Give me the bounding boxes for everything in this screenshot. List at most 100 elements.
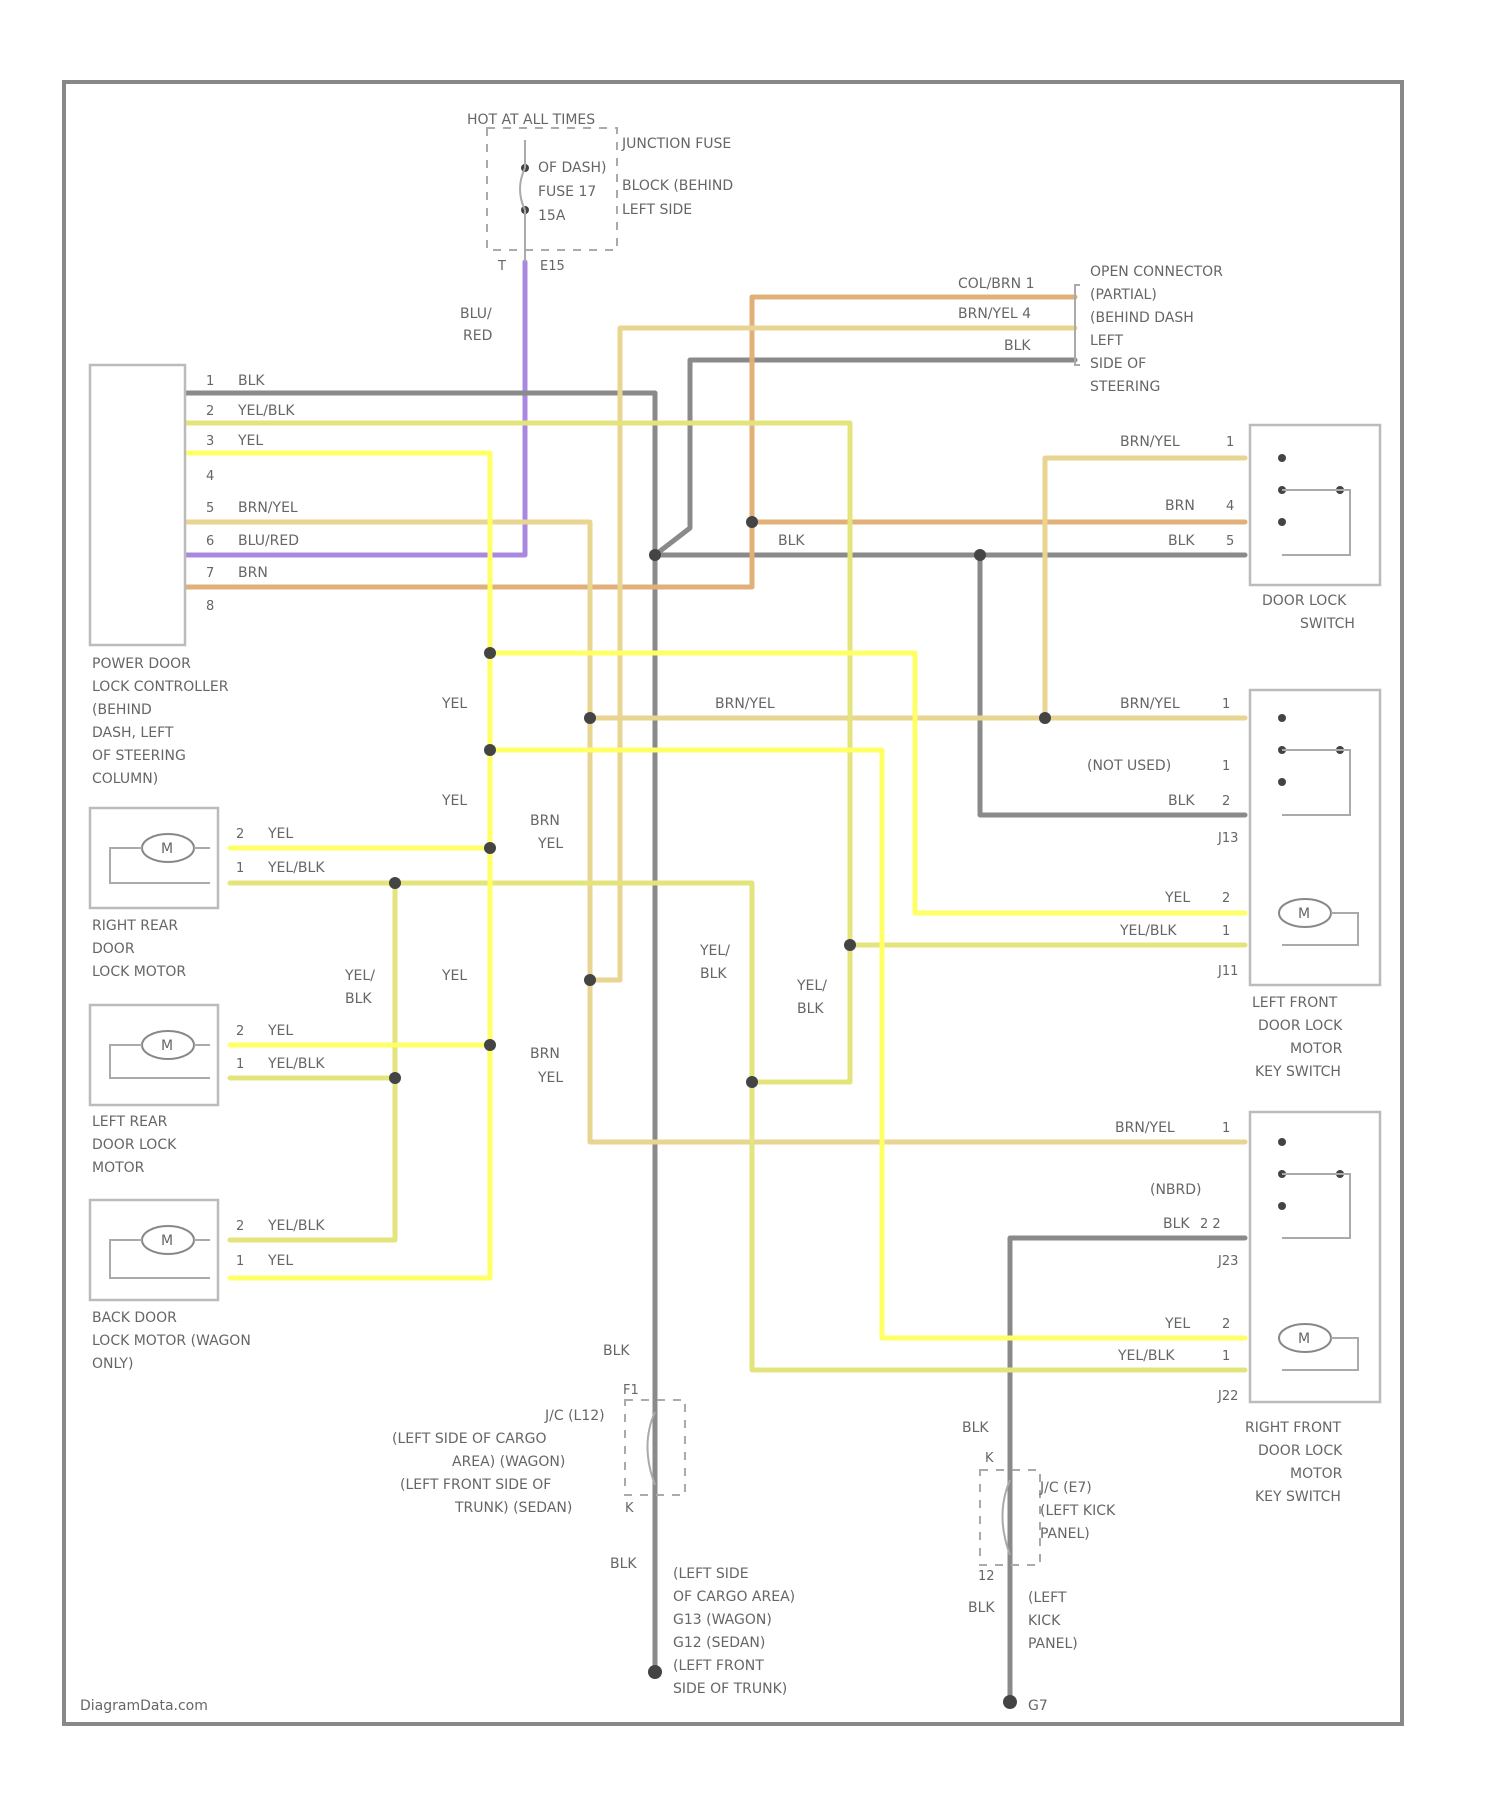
right-front-contact [1278, 1138, 1286, 1146]
left-front-wire-3: BLK [1168, 793, 1195, 809]
right-rear-pin-1: 2 [236, 827, 244, 842]
controller-pin-4: 4 [206, 469, 214, 484]
ground-dot-right [1003, 1695, 1017, 1709]
controller-wire-1: BLK [238, 373, 265, 389]
wire-label-yel-blk-2: YEL/ [699, 943, 730, 959]
back-door-label-1: BACK DOOR [92, 1310, 177, 1326]
controller-wire-7: BRN [238, 565, 268, 581]
back-door-label-2: LOCK MOTOR (WAGON [92, 1333, 251, 1349]
fuse-element [520, 168, 525, 210]
wire-label-yel-5: YEL [537, 1070, 563, 1086]
ground-right-text-3: PANEL) [1028, 1636, 1078, 1652]
ground-right-text-2: KICK [1028, 1613, 1061, 1629]
open-connector-wire-1: COL/BRN 1 [958, 276, 1034, 292]
junction-left-text-2: (LEFT SIDE OF CARGO [392, 1431, 546, 1447]
splice-dot [484, 744, 496, 756]
right-front-label-2: DOOR LOCK [1258, 1443, 1343, 1459]
wire-blk-right-front [1010, 1238, 1245, 1700]
switch-wire-2: BRN [1165, 498, 1195, 514]
left-front-motor-pin-1: 2 [1222, 891, 1230, 906]
right-front-conn-1: J23 [1217, 1254, 1238, 1269]
controller-label-2: LOCK CONTROLLER [92, 679, 229, 695]
wire-blk-left-front [980, 555, 1245, 815]
left-rear-wire-2: YEL/BLK [267, 1056, 325, 1072]
left-rear-wire-1: YEL [267, 1023, 293, 1039]
open-connector-text-6: STEERING [1090, 379, 1160, 395]
wire-label-blu: BLU/ [460, 306, 492, 322]
fuse-info-3: LEFT SIDE [622, 202, 692, 218]
fuse-hot-label: HOT AT ALL TIMES [467, 112, 595, 128]
wire-label-blk-vert-1: BLK [603, 1343, 630, 1359]
fuse-info-4: OF DASH) [538, 160, 607, 176]
left-front-contact [1278, 714, 1286, 722]
right-front-pin-3: 2 2 [1200, 1217, 1221, 1232]
wire-label-yel-2: YEL [441, 793, 467, 809]
splice-dot [746, 1076, 758, 1088]
right-front-label-1: RIGHT FRONT [1245, 1420, 1342, 1436]
fuse-info-2: BLOCK (BEHIND [622, 178, 733, 194]
right-front-door-lock-motor: M BRN/YEL 1 (NBRD) BLK 2 2 J23 YEL 2 YEL… [1115, 1112, 1380, 1505]
right-front-motor-wire-2: YEL/BLK [1117, 1348, 1175, 1364]
junction-right-pin-top: K [985, 1451, 994, 1466]
controller-label-5: OF STEERING [92, 748, 186, 764]
open-connector-text-5: SIDE OF [1090, 356, 1146, 372]
right-rear-label-2: DOOR [92, 941, 135, 957]
right-rear-wire-1: YEL [267, 826, 293, 842]
switch-pin-2: 4 [1226, 499, 1234, 514]
splice-dot [974, 549, 986, 561]
left-front-box [1250, 690, 1380, 985]
left-front-label-1: LEFT FRONT [1252, 995, 1338, 1011]
door-lock-switch-box [1250, 425, 1380, 585]
switch-contact [1278, 454, 1286, 462]
ground-left-text-1: (LEFT SIDE [673, 1566, 749, 1582]
right-front-conn-2: J22 [1217, 1389, 1238, 1404]
wire-blk-open-connector [655, 360, 1075, 555]
junction-left-text-3: AREA) (WAGON) [452, 1454, 565, 1470]
splice-dot [484, 1039, 496, 1051]
ground-left-text-2: OF CARGO AREA) [673, 1589, 795, 1605]
ground-left: (LEFT SIDE OF CARGO AREA) G13 (WAGON) G1… [673, 1566, 795, 1697]
right-front-pin-1: 1 [1222, 1121, 1230, 1136]
wire-yel-left-front [490, 653, 1245, 913]
left-front-label-2: DOOR LOCK [1258, 1018, 1343, 1034]
left-front-label-4: KEY SWITCH [1255, 1064, 1341, 1080]
left-front-motor-wire-2: YEL/BLK [1119, 923, 1177, 939]
back-door-pin-2: 1 [236, 1254, 244, 1269]
left-front-contact [1278, 778, 1286, 786]
ground-left-text-6: SIDE OF TRUNK) [673, 1681, 787, 1697]
left-rear-pin-1: 2 [236, 1024, 244, 1039]
controller-pin-3: 3 [206, 434, 214, 449]
junction-connector-right: K 12 J/C (E7) (LEFT KICK PANEL) [978, 1451, 1116, 1584]
back-door-pin-1: 2 [236, 1219, 244, 1234]
wire-yel-blk-rear [230, 883, 1245, 1370]
splice-dot [844, 939, 856, 951]
controller-pin-8: 8 [206, 599, 214, 614]
open-connector-text-1: OPEN CONNECTOR [1090, 264, 1223, 280]
junction-right-text-2: (LEFT KICK [1040, 1503, 1116, 1519]
left-front-pin-2: 1 [1222, 759, 1230, 774]
right-rear-motor-symbol: M [161, 841, 173, 857]
right-front-motor-pin-2: 1 [1222, 1349, 1230, 1364]
junction-left-text-5: TRUNK) (SEDAN) [454, 1500, 572, 1516]
left-front-motor-pin-2: 1 [1222, 924, 1230, 939]
left-front-pin-1: 1 [1222, 697, 1230, 712]
switch-label-2: SWITCH [1300, 616, 1355, 632]
back-door-wire-2: YEL [267, 1253, 293, 1269]
ground-right: (LEFT KICK PANEL) G7 [1028, 1590, 1078, 1714]
left-rear-pin-2: 1 [236, 1057, 244, 1072]
right-rear-door-lock-motor: M 2 YEL 1 YEL/BLK RIGHT REAR DOOR LOCK M… [90, 808, 325, 980]
controller-label-3: (BEHIND [92, 702, 152, 718]
right-front-label-4: KEY SWITCH [1255, 1489, 1341, 1505]
wire-brn-yel-switch [1045, 458, 1245, 718]
left-front-motor-symbol: M [1298, 906, 1310, 922]
left-front-pin-3: 2 [1222, 794, 1230, 809]
junction-connector-left: F1 K J/C (L12) (LEFT SIDE OF CARGO AREA)… [392, 1383, 685, 1516]
switch-wire-3: BLK [1168, 533, 1195, 549]
fuse-number: FUSE 17 [538, 184, 596, 200]
splice-dot [389, 877, 401, 889]
left-rear-label-1: LEFT REAR [92, 1114, 168, 1130]
junction-right-text-1: J/C (E7) [1039, 1480, 1092, 1496]
fuse-pin-t: T [497, 259, 506, 274]
splice-dot [649, 549, 661, 561]
left-rear-motor-symbol: M [161, 1038, 173, 1054]
